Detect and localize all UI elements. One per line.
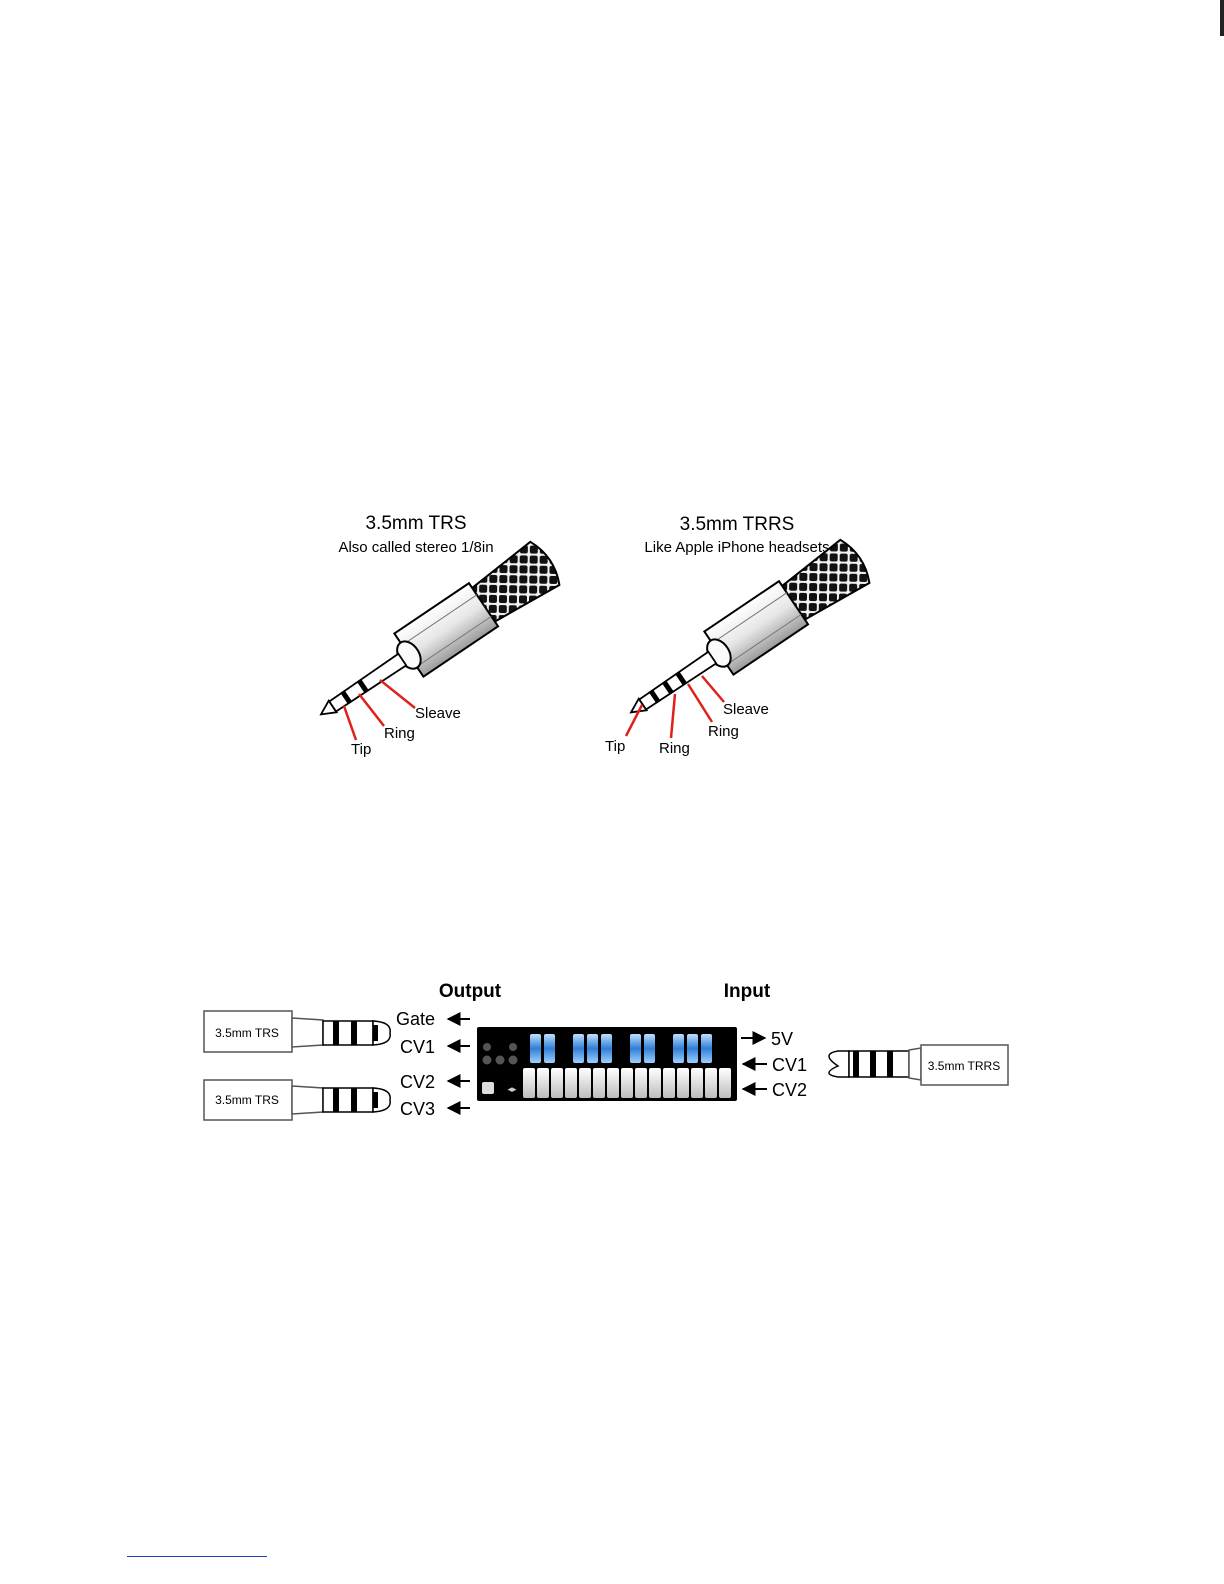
- trrs-ring1-callout: [671, 694, 675, 738]
- keyboard-white-keys: [523, 1068, 731, 1098]
- plug-right-label: 3.5mm TRRS: [928, 1059, 1000, 1073]
- svg-text:◂▸: ◂▸: [507, 1084, 517, 1094]
- trs-subtitle: Also called stereo 1/8in: [338, 539, 493, 556]
- keyboard-button: [482, 1082, 494, 1094]
- trrs-sleeve-label: Sleave: [723, 701, 769, 718]
- trrs-title: 3.5mm TRRS: [680, 514, 795, 535]
- footnote-separator: [127, 1556, 267, 1557]
- input-cv2-label: CV2: [772, 1080, 807, 1100]
- trrs-ring2-callout: [688, 684, 712, 722]
- input-cv1-label: CV1: [772, 1055, 807, 1075]
- input-heading: Input: [724, 981, 771, 1002]
- trrs-ring2-label: Ring: [708, 723, 739, 740]
- trs-ring-label: Ring: [384, 725, 415, 742]
- trrs-sleeve-callout: [702, 676, 724, 702]
- output-cv3-label: CV3: [400, 1099, 435, 1119]
- trs-ring-callout: [359, 694, 384, 726]
- keyboard-device: ◂▸: [477, 1027, 737, 1101]
- trrs-ring1-label: Ring: [659, 740, 690, 757]
- plug-left-top: 3.5mm TRS: [204, 1011, 390, 1052]
- input-5v-label: 5V: [771, 1029, 793, 1049]
- trs-tip-label: Tip: [351, 741, 371, 758]
- plug-left-top-label: 3.5mm TRS: [215, 1026, 279, 1040]
- trs-tip-callout: [344, 706, 356, 740]
- plug-left-bottom-label: 3.5mm TRS: [215, 1093, 279, 1107]
- trs-sleeve-label: Sleave: [415, 705, 461, 722]
- trs-title: 3.5mm TRS: [365, 513, 466, 534]
- output-cv2-label: CV2: [400, 1072, 435, 1092]
- connection-diagram: Output Input 3.5mm TRS 3.5mm TRS Gate: [204, 981, 1008, 1120]
- output-gate-label: Gate: [396, 1009, 435, 1029]
- trrs-shaft: [639, 652, 716, 711]
- output-cv1-label: CV1: [400, 1037, 435, 1057]
- trs-jack-illustration: 3.5mm TRS Also called stereo 1/8in: [306, 513, 564, 758]
- trrs-tip-label: Tip: [605, 738, 625, 755]
- output-heading: Output: [439, 981, 502, 1002]
- plug-left-bottom: 3.5mm TRS: [204, 1080, 390, 1120]
- trrs-jack-illustration: 3.5mm TRRS Like Apple iPhone headsets Ti…: [605, 514, 874, 757]
- trrs-subtitle: Like Apple iPhone headsets: [644, 539, 829, 556]
- trs-sleeve-callout: [380, 680, 415, 708]
- plug-right: 3.5mm TRRS: [829, 1045, 1008, 1085]
